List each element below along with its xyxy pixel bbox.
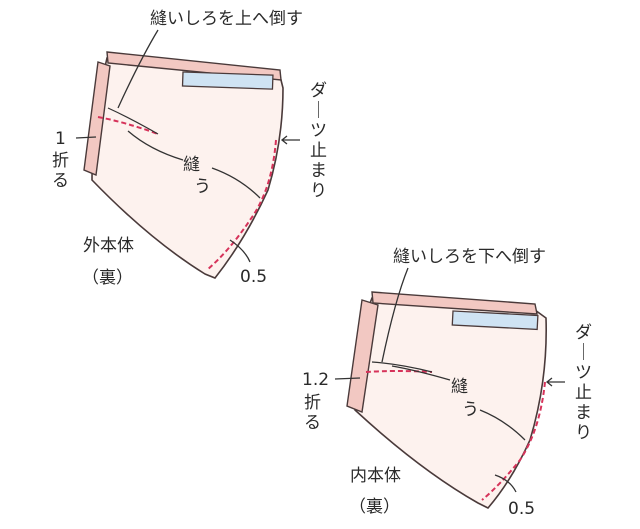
top-body-sub: （裏） <box>82 267 133 288</box>
bottom-dart-stop-arrow <box>545 377 565 387</box>
top-seam-leader <box>229 239 251 263</box>
top-sew-char-2: う <box>194 177 211 197</box>
bottom-panel: 縫いしろを下へ倒す 1.2 折る 縫 う ダ｜ツ止まり 内本体 （裏） 0.5 <box>302 247 592 519</box>
top-dart-stop-label: ダ｜ツ止まり <box>310 81 327 201</box>
top-panel: 縫いしろを上へ倒す 1 折る 縫 う ダ｜ツ止まり 外本体 （裏） 0.5 <box>52 9 327 288</box>
top-folded-edge <box>83 61 111 176</box>
bottom-fold-label: 折る <box>304 393 321 433</box>
top-tag <box>181 71 274 90</box>
top-seam-allowance-note: 縫いしろを上へ倒す <box>150 9 303 29</box>
top-waist-band <box>106 51 282 81</box>
bottom-dart-fold-line <box>371 361 433 373</box>
top-fold-label: 折る <box>52 151 69 191</box>
bottom-dart-stitch <box>365 370 433 373</box>
bottom-fold-value: 1.2 <box>302 370 329 390</box>
top-body-label: 外本体 <box>83 236 134 256</box>
bottom-body-sub: （裏） <box>349 496 400 517</box>
bottom-sew-leader-a <box>391 365 451 381</box>
top-fold-value: 1 <box>55 129 66 149</box>
bottom-sew-char-1: 縫 <box>451 377 468 397</box>
top-side-seam-stitch <box>206 139 277 271</box>
bottom-tag <box>451 310 539 331</box>
top-dart-stop-arrow <box>280 135 300 145</box>
top-fold-leader <box>75 136 97 139</box>
bottom-body-label: 内本体 <box>350 466 401 486</box>
top-sew-char-1: 縫 <box>183 155 200 175</box>
bottom-waist-band <box>371 291 538 315</box>
bottom-seam-value: 0.5 <box>508 499 535 519</box>
bottom-seam-allowance-leader <box>381 267 409 363</box>
bottom-sew-char-2: う <box>462 400 479 420</box>
top-seam-allowance-leader <box>117 29 159 109</box>
bottom-fold-leader <box>334 377 361 380</box>
bottom-dart-stop-label: ダ｜ツ止まり <box>575 323 592 443</box>
bottom-side-seam-stitch <box>481 381 546 501</box>
top-dart-fold-line <box>107 107 159 135</box>
top-dart-stitch <box>97 116 159 135</box>
top-seam-value: 0.5 <box>240 267 267 287</box>
bottom-seam-allowance-note: 縫いしろを下へ倒す <box>393 247 546 267</box>
bottom-folded-edge <box>346 299 379 413</box>
top-sew-leader-a <box>127 130 184 161</box>
top-sew-leader-b <box>211 167 261 199</box>
bottom-seam-leader <box>494 474 517 493</box>
bottom-sew-leader-b <box>479 409 526 441</box>
